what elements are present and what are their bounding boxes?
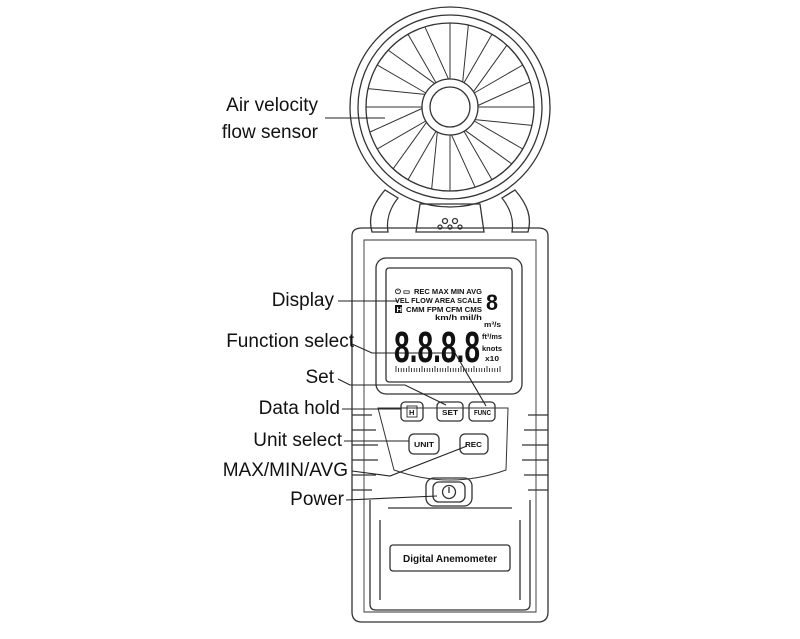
callout-unit-select: Unit select [253,430,342,451]
callout-sensor: Air velocity flow sensor [221,95,318,143]
lcd-row3: CMM FPM CFM CMS [406,305,482,314]
lcd-row4: km/h mil/h [435,313,482,322]
meter-body [351,227,549,623]
rec-button[interactable] [459,433,489,455]
display-bezel [375,257,523,395]
lcd-screen: ⏻ ▭ REC MAX MIN AVG VEL FLOW AREA SCALE … [394,287,502,372]
lcd-unit-ft3ms: ft³/ms [482,332,502,341]
callout-data-hold: Data hold [258,398,340,419]
lcd-main-reading: 8.8.8.8 [394,323,480,372]
label-plate [389,544,511,572]
callout-function-select: Function select [226,331,354,352]
fan-blade [464,120,523,165]
fan-blade [451,130,493,188]
fan-blade [449,23,469,83]
fan-blade [474,106,534,126]
fan-blade [407,26,449,84]
hold-button-label: H [409,408,414,417]
lcd-power-icon: ⏻ [395,287,402,296]
lcd-battery-icon: ▭ [403,287,410,296]
lcd-unit-x10: x10 [485,354,499,363]
set-button-label: SET [442,408,458,417]
unit-button[interactable] [408,433,440,455]
power-button[interactable] [425,477,473,507]
fan-blade [431,131,451,191]
callout-set: Set [305,367,334,388]
unit-button-label: UNIT [414,440,434,449]
lcd-unit-m3s: m³/s [484,320,501,329]
set-button[interactable] [436,401,464,422]
fan-blade [369,108,427,150]
leader-lines [325,117,487,501]
power-icon [441,484,457,500]
lcd-row2: VEL FLOW AREA SCALE [395,296,482,305]
callout-power: Power [290,489,344,510]
hold-button[interactable] [400,401,424,422]
rec-button-label: REC [465,440,483,449]
fan-blade [366,88,426,108]
lcd-row1: REC MAX MIN AVG [414,287,482,296]
lcd-scale-bar [395,366,501,372]
button-panel [377,401,509,507]
callout-display: Display [271,290,334,311]
func-button[interactable] [468,401,496,422]
device-label: Digital Anemometer [403,554,497,565]
fan-blade [377,49,436,94]
button-labels: H SET FUNC UNIT REC [406,405,491,449]
lcd-small-digit: 8 [486,290,498,315]
fan-blade [392,121,437,180]
fan-blade [463,34,508,93]
fan-sensor-head [349,6,551,233]
lcd-hold-flag: H [397,305,402,314]
callout-max-min-avg: MAX/MIN/AVG [222,460,348,481]
func-button-label: FUNC [474,408,491,417]
fan-blade [473,64,531,106]
lcd-unit-knots: knots [482,344,502,353]
